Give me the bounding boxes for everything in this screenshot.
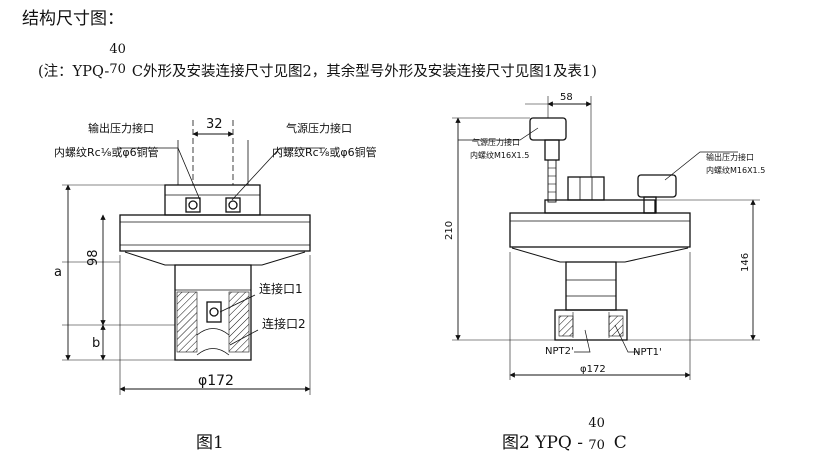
fig2-center-nut [567, 176, 605, 201]
fig1-supply-nut [225, 197, 241, 213]
fig1-dim-b: b [92, 336, 100, 351]
figure2-drawing [452, 96, 760, 380]
fig1-dim-98: 98 [86, 249, 101, 266]
figure1-labels: 输出压力接口 内螺纹Rc⅛或φ6铜管 气源压力接口 内螺纹Rc⅛或φ6铜管 32… [54, 117, 377, 389]
fig2-npt2-label: NPT2' [545, 346, 574, 357]
fig1-body [174, 264, 252, 361]
fig1-dim-32: 32 [206, 117, 223, 132]
fig1-top-block [164, 184, 261, 216]
figure2-labels: 58 气源压力接口 内螺纹M16X1.5 输出压力接口 内螺纹M16X1.5 2… [444, 92, 765, 375]
fig2-supply-port-label: 气源压力接口 [472, 137, 520, 147]
note-prefix: (注：YPQ- [38, 64, 110, 80]
fig1-supply-thread-label: 内螺纹Rc⅛或φ6铜管 [272, 145, 377, 159]
fig2-dim-58: 58 [560, 92, 573, 103]
fig2-supply-fitting [529, 117, 567, 141]
page-heading: 结构尺寸图： [22, 9, 124, 29]
figure1-drawing [62, 120, 325, 395]
fig2-stem [565, 261, 617, 311]
fig2-bottom-nut [554, 309, 628, 341]
fig2-output-thread-label: 内螺纹M16X1.5 [706, 165, 765, 175]
note-suffix: C外形及安装连接尺寸见图2，其余型号外形及安装连接尺寸见图1及表1) [127, 64, 597, 80]
figure1-caption: 图1 [196, 433, 224, 453]
fig1-output-port-label: 输出压力接口 [88, 121, 154, 135]
fig1-output-thread-label: 内螺纹Rc⅛或φ6铜管 [54, 145, 159, 159]
fig2-dim-172: φ172 [580, 364, 606, 375]
fig2-caption-suffix: C [608, 433, 627, 453]
fig2-caption-denominator: 70 [588, 438, 605, 453]
fig2-supply-thread-label: 内螺纹M16X1.5 [470, 150, 529, 160]
fig2-dim-146: 146 [740, 253, 751, 272]
fig2-flange [509, 212, 691, 248]
fig1-conn1 [206, 301, 222, 323]
fig1-flange [119, 214, 311, 252]
note-numerator: 40 [109, 42, 126, 57]
fig2-output-port-label: 输出压力接口 [706, 152, 754, 162]
fig1-dim-172: φ172 [198, 373, 234, 389]
fig1-output-nut [185, 197, 201, 213]
fig2-output-fitting [637, 174, 677, 198]
fig2-npt1-label: NPT1' [633, 347, 662, 358]
fig1-conn2-label: 连接口2 [262, 316, 306, 331]
fig2-caption-numerator: 40 [588, 416, 605, 431]
fig1-dim-a: a [54, 265, 62, 280]
fig2-caption-prefix: 图2 YPQ - [502, 433, 589, 453]
fig1-supply-port-label: 气源压力接口 [286, 121, 352, 135]
note-denominator: 70 [109, 62, 126, 77]
fig1-conn1-label: 连接口1 [259, 281, 303, 296]
fig2-top-cap [544, 199, 656, 214]
fig2-dim-210: 210 [444, 221, 455, 240]
